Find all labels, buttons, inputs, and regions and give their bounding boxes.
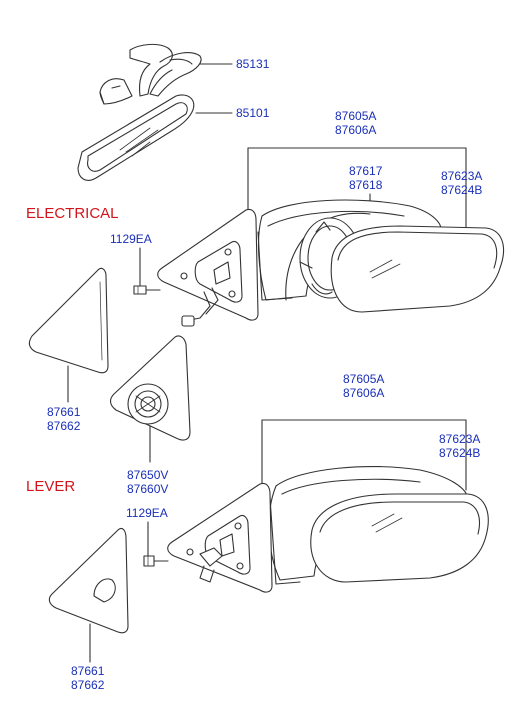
label-87662: 87662 [47, 419, 81, 433]
label-elec-actuator[interactable]: 87617 87618 [349, 164, 382, 192]
electrical-screw[interactable] [133, 285, 161, 295]
label-elec-screw[interactable]: 1129EA [110, 232, 152, 246]
electrical-mount-bracket[interactable] [157, 208, 259, 327]
label-85101[interactable]: 85101 [236, 106, 270, 120]
label-87606a: 87606A [335, 123, 377, 137]
electrical-inner-cover[interactable] [28, 267, 109, 374]
label-87624b: 87624B [441, 183, 483, 197]
label-lever-bottom-cover[interactable]: 87661 87662 [71, 664, 104, 692]
label-87661: 87661 [47, 405, 81, 419]
lever-mount-bracket[interactable] [167, 482, 273, 593]
label-lever-87605a: 87605A [343, 372, 385, 386]
label-elec-glass[interactable]: 87623A 87624B [441, 169, 482, 197]
label-lever-cover[interactable]: 87650V 87660V [127, 468, 168, 496]
label-85131[interactable]: 85131 [236, 57, 270, 71]
label-lever-87662: 87662 [71, 678, 105, 692]
lever-mirror-glass[interactable] [310, 493, 489, 583]
section-electrical: ELECTRICAL [26, 205, 119, 222]
label-elec-cover[interactable]: 87661 87662 [47, 405, 80, 433]
label-lever-87606a: 87606A [343, 386, 385, 400]
lever-screw[interactable] [143, 555, 169, 567]
lever-knob-cover[interactable] [109, 335, 191, 441]
label-lever-screw[interactable]: 1129EA [126, 506, 168, 520]
lever-inner-cover[interactable] [48, 527, 129, 634]
inside-mirror-stay[interactable] [99, 43, 202, 105]
leader-lever-assy [261, 419, 467, 491]
label-lever-87623a: 87623A [439, 432, 481, 446]
label-lever-glass[interactable]: 87623A 87624B [439, 432, 480, 460]
label-87618: 87618 [349, 178, 383, 192]
label-elec-assy[interactable]: 87605A 87606A [335, 109, 376, 137]
section-lever: LEVER [26, 478, 76, 495]
label-87660v: 87660V [127, 482, 169, 496]
label-87605a: 87605A [335, 109, 377, 123]
inside-mirror[interactable] [77, 94, 195, 181]
label-lever-87624b: 87624B [439, 446, 481, 460]
electrical-mirror-glass[interactable] [330, 225, 504, 313]
label-87650v: 87650V [127, 468, 169, 482]
label-87617: 87617 [349, 164, 383, 178]
label-lever-assy[interactable]: 87605A 87606A [343, 372, 384, 400]
label-87623a: 87623A [441, 169, 483, 183]
label-lever-87661: 87661 [71, 664, 105, 678]
